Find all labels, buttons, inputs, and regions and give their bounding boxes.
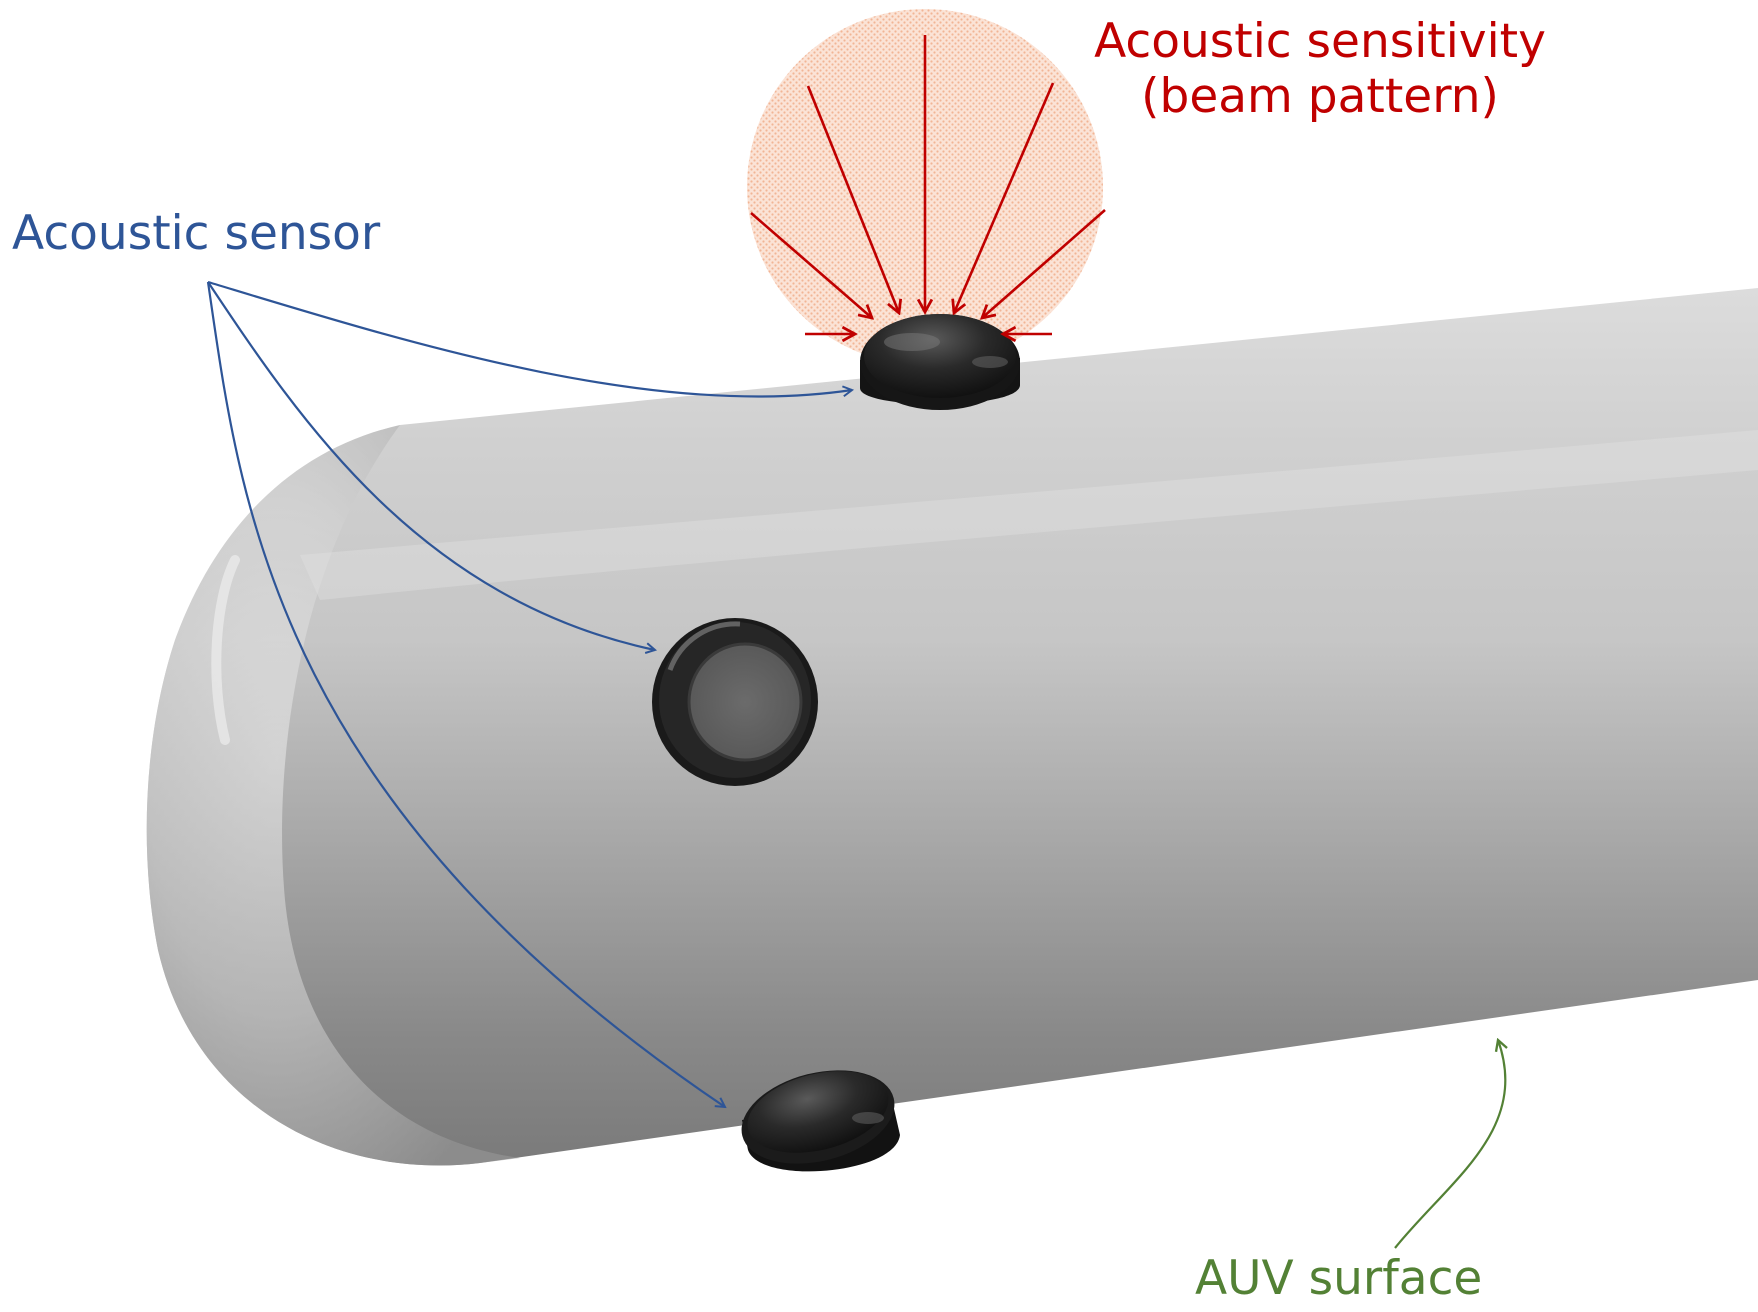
beam-arrow	[750, 212, 872, 318]
beam-arrow	[954, 82, 1055, 313]
auv-hull-icon	[146, 288, 1758, 1166]
pointer-to-bottom-sensor	[206, 281, 725, 1107]
beam-label-line1: Acoustic sensitivity	[1094, 14, 1546, 69]
sensor-bottom-icon	[741, 1070, 900, 1172]
sensor-side-icon	[652, 618, 818, 786]
beam-arrow	[806, 85, 899, 313]
beam-pattern-label: Acoustic sensitivity (beam pattern)	[1040, 14, 1600, 125]
pointer-to-top-sensor	[207, 280, 852, 398]
beam-arrow	[982, 209, 1106, 318]
auv-surface-pointer	[1394, 1040, 1505, 1249]
beam-arrows	[750, 35, 1106, 334]
sensor-top-icon	[860, 314, 1020, 410]
sensor-pointer-arrows	[206, 280, 852, 1107]
pointer-to-side-sensor	[207, 281, 655, 650]
auv-surface-label: AUV surface	[1195, 1251, 1483, 1306]
acoustic-sensor-label: Acoustic sensor	[12, 206, 381, 261]
beam-label-line2: (beam pattern)	[1141, 69, 1499, 125]
